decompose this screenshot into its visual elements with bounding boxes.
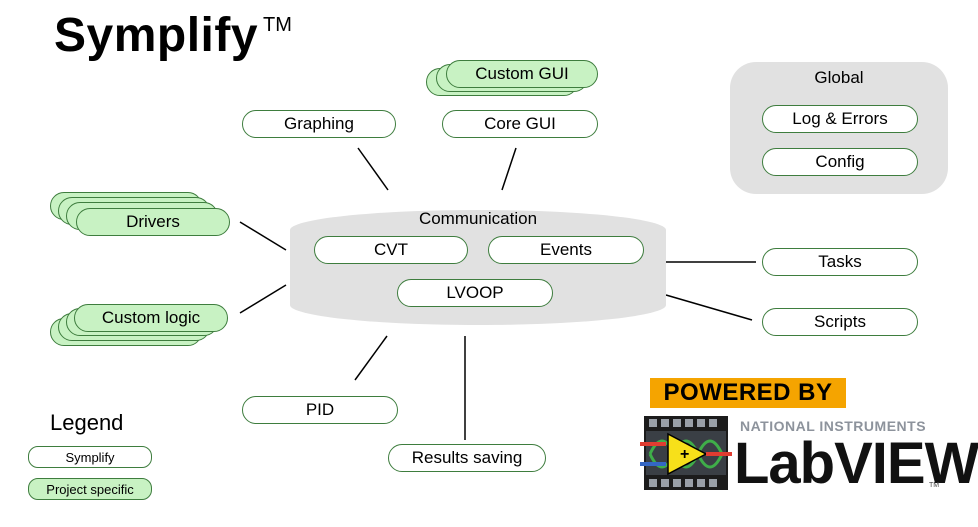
- svg-text:+: +: [680, 446, 689, 463]
- results-saving-node[interactable]: Results saving: [388, 444, 546, 472]
- communication-label: Communication: [418, 209, 538, 228]
- powered-by-banner: POWERED BY: [650, 378, 846, 408]
- line-custom-logic: [239, 284, 287, 314]
- line-pid: [354, 335, 388, 381]
- line-graphing: [357, 147, 389, 191]
- labview-trademark: TM: [929, 482, 940, 489]
- log-errors-node[interactable]: Log & Errors: [762, 105, 918, 133]
- scripts-node[interactable]: Scripts: [762, 308, 918, 336]
- legend-title: Legend: [50, 410, 124, 435]
- tasks-node[interactable]: Tasks: [762, 248, 918, 276]
- custom-logic-node[interactable]: Custom logic: [74, 304, 228, 332]
- line-core-gui: [501, 147, 517, 191]
- labview-logo-icon: +: [640, 414, 732, 492]
- global-label: Global: [814, 68, 864, 87]
- page-title: Symplify: [54, 9, 259, 62]
- line-scripts: [665, 294, 753, 321]
- legend-project-specific: Project specific: [28, 478, 152, 500]
- core-gui-node[interactable]: Core GUI: [442, 110, 598, 138]
- cvt-node[interactable]: CVT: [314, 236, 468, 264]
- pid-node[interactable]: PID: [242, 396, 398, 424]
- line-drivers: [239, 221, 287, 251]
- config-node[interactable]: Config: [762, 148, 918, 176]
- labview-wordmark: LabVIEW: [734, 431, 978, 496]
- lvoop-node[interactable]: LVOOP: [397, 279, 553, 307]
- custom-gui-node[interactable]: Custom GUI: [446, 60, 598, 88]
- legend-symplify: Symplify: [28, 446, 152, 468]
- events-node[interactable]: Events: [488, 236, 644, 264]
- national-instruments-label: NATIONAL INSTRUMENTS: [740, 418, 927, 434]
- trademark-symbol: TM: [263, 14, 292, 36]
- graphing-node[interactable]: Graphing: [242, 110, 396, 138]
- drivers-node[interactable]: Drivers: [76, 208, 230, 236]
